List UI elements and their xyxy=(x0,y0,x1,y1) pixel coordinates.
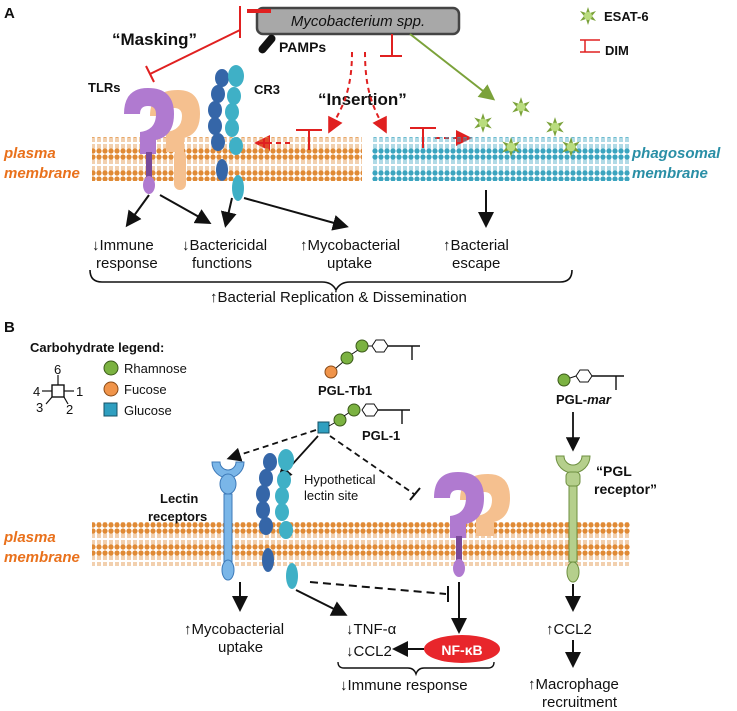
b-ccl2-down: ↓CCL2 xyxy=(346,643,392,660)
hypothetical-label-2: lectin site xyxy=(304,488,358,503)
panel-a-letter: A xyxy=(4,5,15,22)
phagosomal-membrane-label-1: phagosomal xyxy=(631,145,721,162)
cr3-receptor-b xyxy=(256,449,298,589)
insertion-arrow-right xyxy=(364,51,387,134)
insertion-label: “Insertion” xyxy=(318,90,407,109)
cr3-receptor xyxy=(208,65,244,201)
outcome-escape-2: escape xyxy=(452,255,500,272)
plasma-membrane-label-a-1: plasma xyxy=(3,145,56,162)
nfkb-node xyxy=(424,635,500,663)
pos-4: 4 xyxy=(33,384,40,399)
insertion-arrow-left xyxy=(328,51,353,134)
fucose-legend-icon xyxy=(103,381,119,397)
hypothetical-label-1: Hypothetical xyxy=(304,472,376,487)
pgl1-interaction-arrows xyxy=(226,412,581,501)
carb-position-key xyxy=(42,375,74,405)
outcome-bactericidal-2: functions xyxy=(192,255,252,272)
pgl-1-label: PGL-1 xyxy=(362,428,400,443)
panel-b-letter: B xyxy=(4,319,15,336)
cr3-label: CR3 xyxy=(254,82,280,97)
outcomes-b: ↑Mycobacterial uptake ↓TNF-α ↓CCL2 ↓Immu… xyxy=(184,621,619,711)
dim-inserted-plasma-icon xyxy=(296,129,322,150)
rhamnose-label: Rhamnose xyxy=(124,361,187,376)
masking-inhibition-bar xyxy=(145,65,155,83)
esat6-particle xyxy=(546,117,564,137)
plasma-membrane-label-a-2: membrane xyxy=(4,165,80,182)
masking-inhibition-line xyxy=(149,29,241,75)
plasma-membrane-b xyxy=(92,522,630,566)
plasma-membrane-label-b-1: plasma xyxy=(3,529,56,546)
glucose-label: Glucose xyxy=(124,403,172,418)
dim-legend-label: DIM xyxy=(605,43,629,58)
b-ccl2-up: ↑CCL2 xyxy=(546,621,592,638)
pgl-receptor xyxy=(555,455,591,583)
outcome-immune-1: ↓Immune xyxy=(92,237,154,254)
b-tnf: ↓TNF-α xyxy=(346,621,397,638)
pos-3: 3 xyxy=(36,400,43,415)
outcome-arrows-a xyxy=(125,190,494,231)
plasma-membrane-label-b-2: membrane xyxy=(4,549,80,566)
b-uptake-1: ↑Mycobacterial xyxy=(184,621,284,638)
pgl-tb1-label: PGL-Tb1 xyxy=(318,383,372,398)
nfkb-label: NF-κB xyxy=(441,642,482,658)
lectin-receptor xyxy=(211,461,245,581)
pgl-receptor-label-2: receptor” xyxy=(594,481,657,497)
pos-1: 1 xyxy=(76,384,83,399)
outcome-bactericidal-1: ↓Bactericidal xyxy=(182,237,267,254)
phagosomal-membrane xyxy=(372,137,630,181)
b-macrophage-1: ↑Macrophage xyxy=(528,676,619,693)
carb-position-numbers: 6 4 1 3 2 xyxy=(33,362,83,417)
esat6-particle xyxy=(512,97,530,117)
tlr-receptor xyxy=(124,88,200,194)
pamps-label: PAMPs xyxy=(279,39,326,55)
tlr-receptor-b xyxy=(434,472,510,577)
carb-legend-title: Carbohydrate legend: xyxy=(30,340,164,355)
masking-label: “Masking” xyxy=(112,30,197,49)
outcome-escape-1: ↑Bacterial xyxy=(443,237,509,254)
pgl-1-molecule xyxy=(317,403,410,434)
lectin-label-2: receptors xyxy=(148,509,207,524)
b-macrophage-2: recruitment xyxy=(542,694,618,711)
b-uptake-2: uptake xyxy=(218,639,263,656)
rhamnose-legend-icon xyxy=(103,360,119,376)
outcome-uptake-1: ↑Mycobacterial xyxy=(300,237,400,254)
b-immune: ↓Immune response xyxy=(340,677,468,694)
outcome-uptake-2: uptake xyxy=(327,255,372,272)
esat6-particle xyxy=(474,113,492,133)
bacterium-label: Mycobacterium spp. xyxy=(291,13,425,30)
pgl-mar-molecule xyxy=(557,369,624,390)
summary-label: ↑Bacterial Replication & Dissemination xyxy=(210,289,467,306)
fucose-label: Fucose xyxy=(124,382,167,397)
lectin-label-1: Lectin xyxy=(160,491,198,506)
esat6-secretion-arrow xyxy=(409,33,496,101)
esat6-legend-icon xyxy=(580,7,596,25)
immune-brace xyxy=(337,661,495,677)
tlrs-label: TLRs xyxy=(88,80,121,95)
summary-brace xyxy=(89,269,573,292)
pamps-icon xyxy=(258,34,276,54)
pgl-receptor-label-1: “PGL xyxy=(596,463,632,479)
outcomes-a: ↓Immune response ↓Bactericidal functions… xyxy=(92,237,509,272)
pgl-mar-label: PGL-mar xyxy=(556,392,612,407)
glucose-legend-icon xyxy=(103,402,118,417)
dim-inserted-phagosome-icon xyxy=(410,127,436,148)
pos-2: 2 xyxy=(66,402,73,417)
phagosomal-membrane-label-2: membrane xyxy=(632,165,708,182)
dim-anchor-icon xyxy=(380,34,402,57)
downstream-arrows-b xyxy=(232,581,581,668)
dim-on-bacterium-icon xyxy=(239,6,271,38)
pos-6: 6 xyxy=(54,362,61,377)
esat6-legend-label: ESAT-6 xyxy=(604,9,649,24)
outcome-immune-2: response xyxy=(96,255,158,272)
pgl-tb1-molecule xyxy=(324,339,420,379)
dim-legend-icon xyxy=(580,39,600,53)
mycobacterium-cell: Mycobacterium spp. xyxy=(255,6,461,36)
